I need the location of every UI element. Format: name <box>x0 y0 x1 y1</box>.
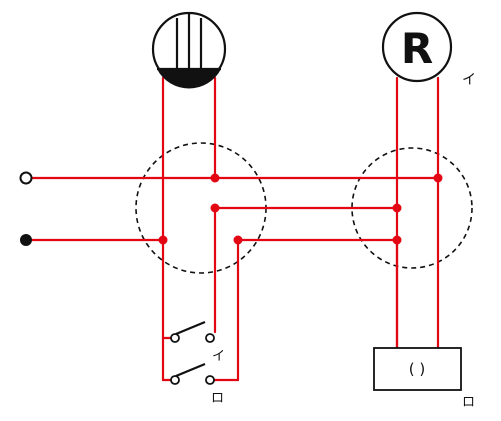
receptacle-icon: ( ) <box>373 347 462 391</box>
junction-dot <box>392 235 402 245</box>
wires <box>29 76 440 382</box>
lamp-r-symbol: R <box>401 24 433 73</box>
ceiling-light-fixture-icon <box>151 11 227 89</box>
switch-upper-icon <box>170 320 215 343</box>
junction-dot <box>433 173 443 183</box>
switch-lower-label: ロ <box>211 391 224 406</box>
receptacle-label: ロ <box>462 395 475 410</box>
open-terminal-icon <box>19 171 33 185</box>
junction-dots <box>158 173 443 245</box>
switch-upper-label: イ <box>212 349 225 364</box>
junction-dot <box>233 235 243 245</box>
filled-terminal-icon <box>20 234 32 246</box>
junction-box-right <box>351 147 473 269</box>
junction-dot <box>158 235 168 245</box>
lamp-r-label: イ <box>462 72 476 88</box>
junction-dot <box>392 203 402 213</box>
junction-dot <box>210 173 220 183</box>
pilot-lamp-r-icon: R <box>381 11 453 83</box>
junction-dot <box>210 203 220 213</box>
receptacle-text: ( ) <box>409 360 425 378</box>
switch-lower-icon <box>170 362 215 385</box>
